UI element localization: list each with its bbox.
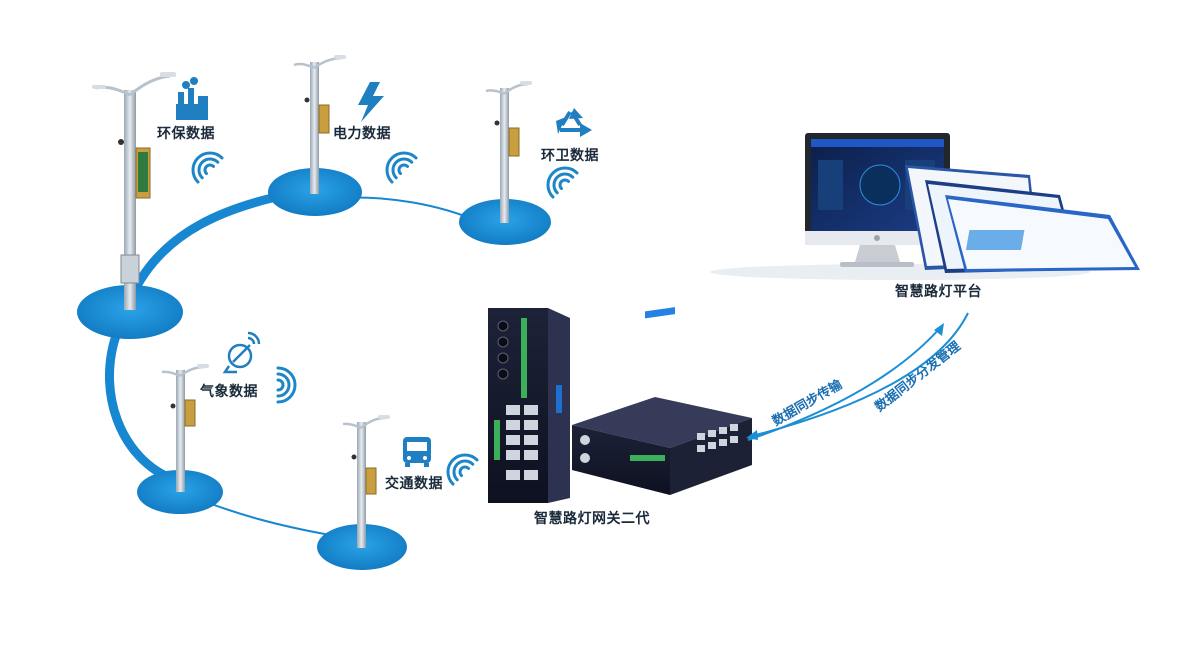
recycle-icon (556, 108, 592, 137)
gateway-label: 智慧路灯网关二代 (534, 511, 650, 527)
download-arrow (746, 312, 969, 440)
platform-screens (905, 165, 1140, 273)
power-data-label: 电力数据 (333, 126, 391, 142)
factory-icon (176, 77, 208, 120)
connection-arc (105, 325, 180, 485)
street-light-pole (161, 364, 209, 492)
gateway-device-vertical (488, 308, 570, 503)
bus-icon (403, 437, 431, 467)
traffic-data-label: 交通数据 (385, 476, 443, 492)
street-light-pole (342, 415, 390, 548)
pole-base-disc (77, 285, 183, 339)
street-light-pole (92, 72, 176, 310)
env-data-label: 环保数据 (157, 126, 215, 142)
street-light-pole (293, 55, 346, 194)
connection-arc (125, 187, 305, 305)
platform-label: 智慧路灯平台 (895, 284, 982, 300)
satellite-dish-icon (222, 331, 261, 374)
weather-data-label: 气象数据 (200, 384, 258, 400)
street-light-pole (485, 81, 532, 223)
lightning-icon (358, 82, 384, 122)
gateway-device-horizontal (572, 307, 752, 495)
sanitation-data-label: 环卫数据 (541, 148, 599, 164)
wifi-signal-icon (191, 151, 579, 486)
